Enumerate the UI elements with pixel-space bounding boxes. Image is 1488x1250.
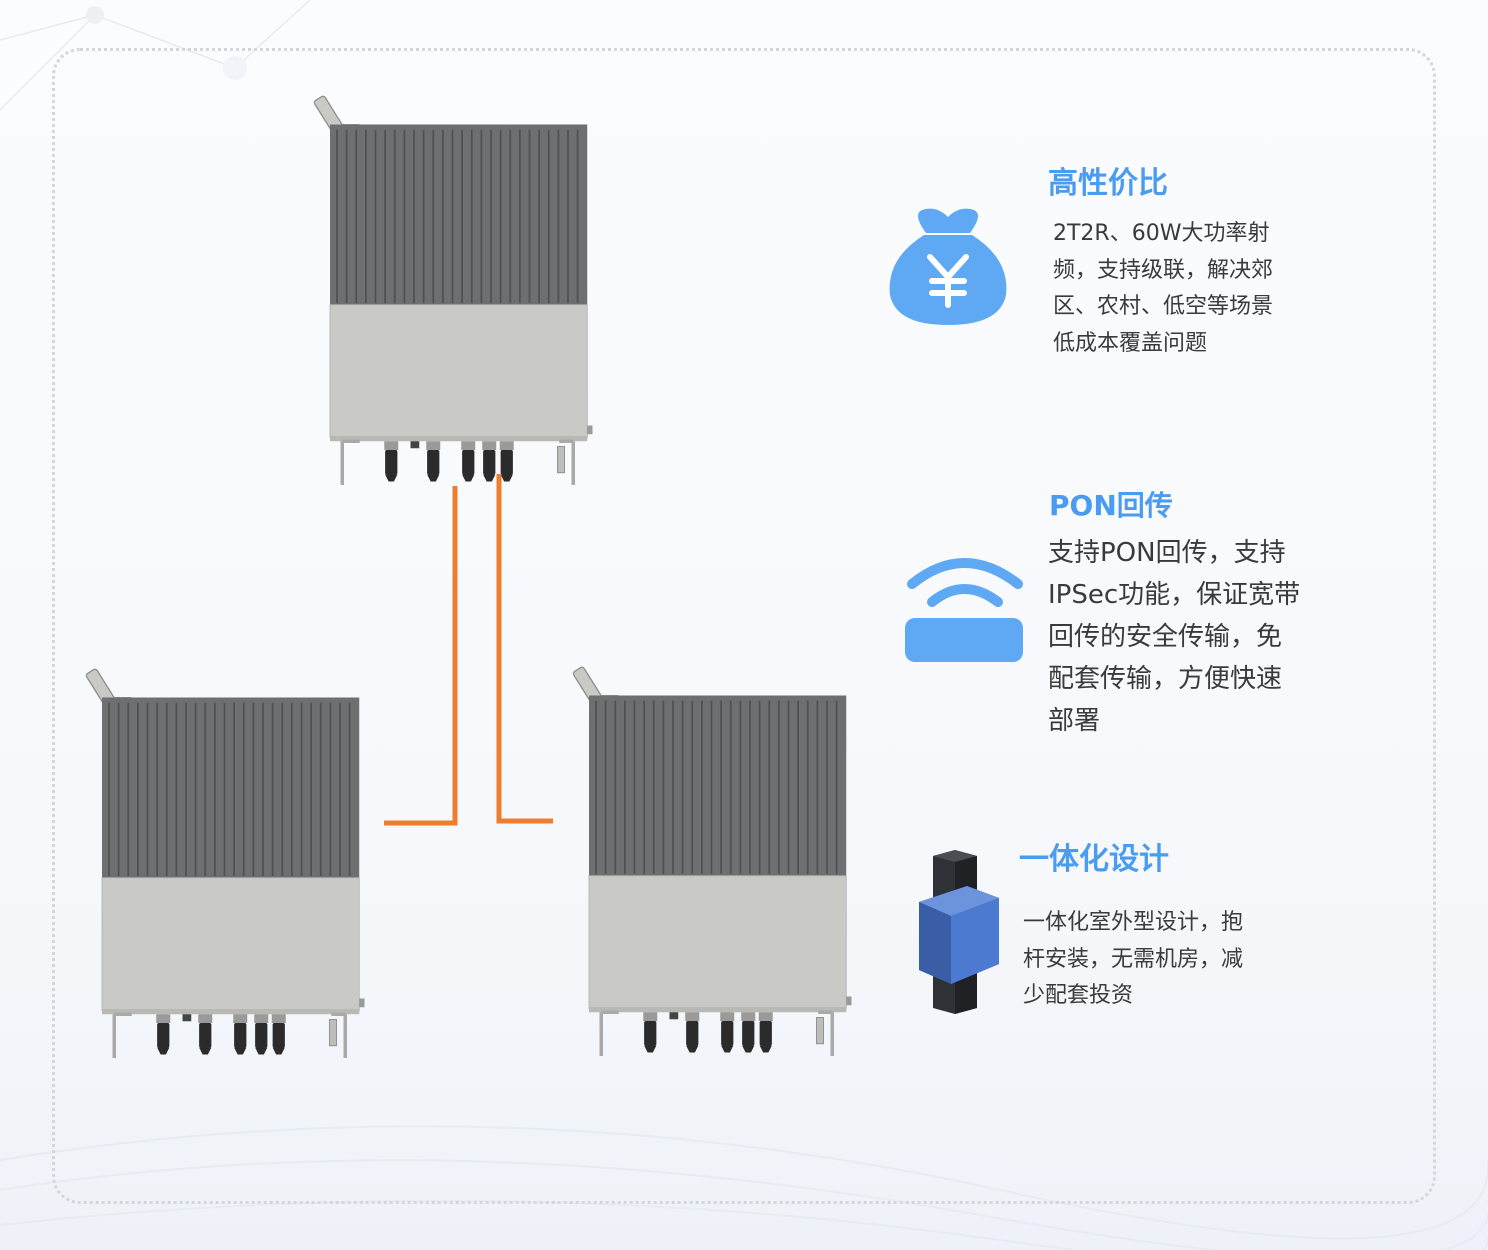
- link-left: [384, 486, 458, 826]
- feature-desc-line: 区、农村、低空等场景: [1053, 294, 1274, 319]
- feature-desc-line: 支持PON回传，支持: [1048, 538, 1286, 568]
- wifi-router-icon: [905, 558, 1023, 662]
- feature-desc-line: 一体化室外型设计，抱: [1023, 910, 1244, 935]
- feature-desc-line: IPSec功能，保证宽带: [1048, 580, 1301, 610]
- feature-desc-integrated: 一体化室外型设计，抱 杆安装，无需机房，减 少配套投资: [1023, 905, 1243, 1015]
- link-right: [496, 474, 553, 824]
- content-frame: [52, 48, 1436, 1204]
- feature-desc-line: 配套传输，方便快速: [1048, 664, 1283, 694]
- rru-device-bottom-right: [570, 664, 854, 1058]
- feature-desc-pon: 支持PON回传，支持 IPSec功能，保证宽带 回传的安全传输，免 配套传输，方…: [1048, 532, 1300, 742]
- feature-desc-line: 杆安装，无需机房，减: [1023, 946, 1244, 972]
- feature-title-cost: 高性价比: [1048, 166, 1168, 201]
- feature-desc-line: 2T2R、60W大功率射: [1053, 221, 1270, 246]
- pole-mount-icon: [919, 850, 999, 1014]
- rru-device-top: [311, 93, 595, 487]
- rru-device-bottom-left: [83, 666, 367, 1060]
- money-bag-icon: [889, 208, 1007, 325]
- feature-desc-line: 回传的安全传输，免: [1048, 622, 1283, 652]
- feature-desc-line: 频，支持级联，解决郊: [1053, 257, 1274, 283]
- feature-title-integrated: 一体化设计: [1019, 842, 1169, 877]
- feature-desc-cost: 2T2R、60W大功率射 频，支持级联，解决郊 区、农村、低空等场景 低成本覆盖…: [1053, 216, 1273, 362]
- feature-desc-line: 部署: [1048, 706, 1101, 736]
- feature-desc-line: 少配套投资: [1023, 983, 1134, 1008]
- feature-desc-line: 低成本覆盖问题: [1053, 330, 1208, 356]
- feature-title-pon: PON回传: [1049, 489, 1173, 522]
